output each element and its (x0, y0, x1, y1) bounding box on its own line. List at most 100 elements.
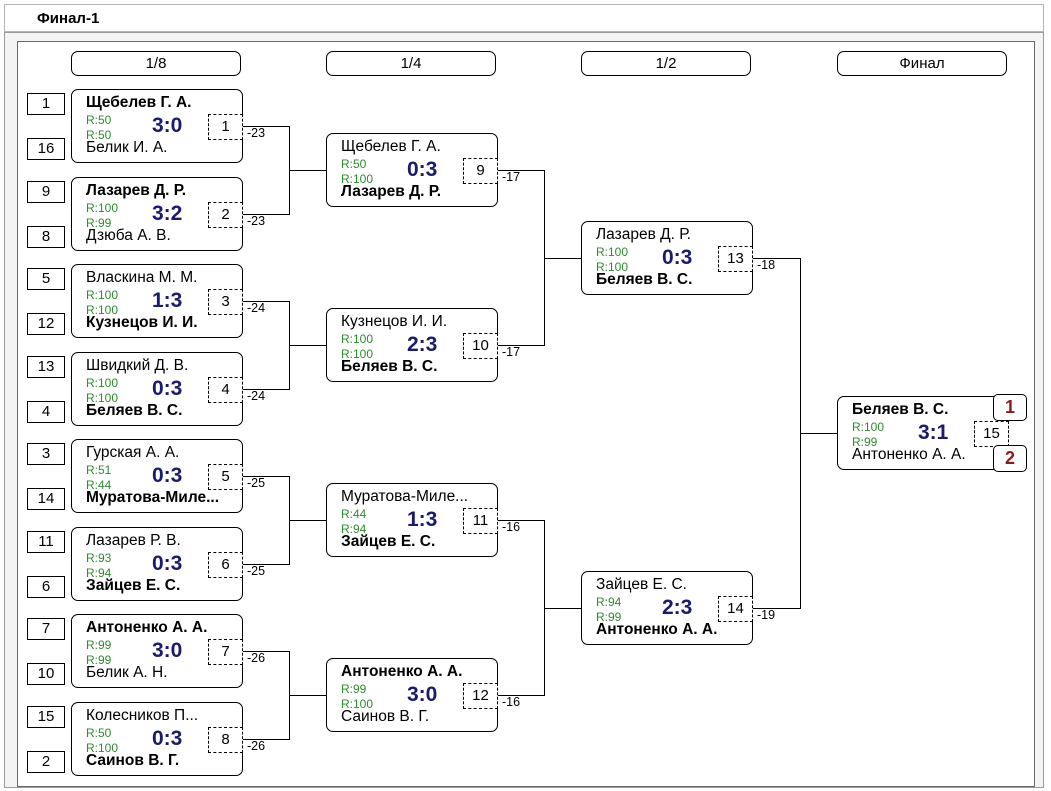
seed-box: 1 (27, 93, 65, 115)
loser-destination: -16 (502, 695, 521, 709)
match-number: 6 (208, 552, 243, 578)
player-top: Гурская А. А. (86, 444, 180, 461)
loser-destination: -24 (247, 389, 266, 403)
match-score: 0:3 (152, 377, 183, 400)
seed-box: 13 (27, 356, 65, 378)
connector-line (243, 126, 289, 127)
player-top: Щебелев Г. А. (341, 138, 441, 155)
match-number: 1 (208, 114, 243, 140)
seed-box: 15 (27, 706, 65, 728)
title-bar: Финал-1 (4, 4, 1044, 32)
player-bottom: Беляев В. С. (341, 358, 438, 375)
loser-destination: -17 (502, 170, 521, 184)
connector-line (243, 651, 289, 652)
rating-bottom: R:50 (86, 128, 112, 142)
player-top: Антоненко А. А. (341, 663, 463, 680)
round-header-final: Финал (837, 51, 1007, 76)
seed-box: 12 (27, 313, 65, 335)
match-score: 0:3 (407, 158, 438, 181)
player-bottom: Муратова-Миле... (86, 489, 219, 506)
match-number: 4 (208, 377, 243, 403)
rating-top: R:100 (341, 332, 374, 346)
connector-line (243, 214, 289, 215)
match-number: 8 (208, 727, 243, 753)
rating-bottom: R:100 (341, 172, 374, 186)
player-top: Зайцев Е. С. (596, 576, 687, 593)
player-bottom: Зайцев Е. С. (86, 577, 181, 594)
rating-bottom: R:100 (86, 391, 119, 405)
player-bottom: Белик А. Н. (86, 664, 168, 681)
player-bottom: Дзюба А. В. (86, 227, 171, 244)
match-score: 0:3 (152, 464, 183, 487)
rating-bottom: R:94 (341, 522, 367, 536)
page-title: Финал-1 (37, 10, 100, 27)
rating-bottom: R:44 (86, 478, 112, 492)
rating-top: R:100 (86, 376, 119, 390)
player-bottom: Зайцев Е. С. (341, 533, 436, 550)
connector-line (498, 695, 544, 696)
rating-bottom: R:99 (86, 653, 112, 667)
match-score: 3:1 (918, 421, 949, 444)
loser-destination: -24 (247, 301, 266, 315)
loser-destination: -26 (247, 651, 266, 665)
loser-destination: -19 (757, 608, 776, 622)
connector-line (498, 170, 544, 171)
rating-bottom: R:99 (852, 435, 878, 449)
seed-box: 5 (27, 268, 65, 290)
connector-line (289, 345, 326, 346)
loser-destination: -16 (502, 520, 521, 534)
rating-top: R:100 (86, 288, 119, 302)
match-number: 15 (974, 421, 1009, 447)
match-number: 11 (463, 508, 498, 534)
player-top: Беляев В. С. (852, 401, 949, 418)
player-top: Власкина М. М. (86, 269, 198, 286)
match-score: 1:3 (407, 508, 438, 531)
player-bottom: Саинов В. Г. (86, 752, 180, 769)
rating-top: R:99 (341, 682, 367, 696)
connector-line (544, 258, 581, 259)
match-score: 0:3 (662, 246, 693, 269)
match-score: 2:3 (407, 333, 438, 356)
seed-box: 2 (27, 751, 65, 773)
match-score: 3:0 (152, 639, 183, 662)
match-score: 0:3 (152, 727, 183, 750)
player-bottom: Кузнецов И. И. (86, 314, 198, 331)
connector-line (289, 520, 326, 521)
rating-bottom: R:100 (86, 303, 119, 317)
rating-top: R:94 (596, 595, 622, 609)
connector-line (243, 739, 289, 740)
rating-bottom: R:99 (86, 216, 112, 230)
connector-line (243, 564, 289, 565)
round-header-1-8: 1/8 (71, 51, 241, 76)
rating-top: R:51 (86, 463, 112, 477)
rating-top: R:100 (852, 420, 885, 434)
rating-bottom: R:100 (341, 697, 374, 711)
loser-destination: -25 (247, 476, 266, 490)
match-score: 3:0 (152, 114, 183, 137)
player-top: Кузнецов И. И. (341, 313, 448, 330)
player-top: Швидкий Д. В. (86, 357, 189, 374)
loser-destination: -26 (247, 739, 266, 753)
match-number: 5 (208, 464, 243, 490)
player-top: Колесников П... (86, 707, 199, 724)
player-bottom: Белик И. А. (86, 139, 168, 156)
place-first: 1 (993, 394, 1027, 421)
player-bottom: Беляев В. С. (86, 402, 183, 419)
seed-box: 7 (27, 618, 65, 640)
place-second: 2 (993, 445, 1027, 472)
